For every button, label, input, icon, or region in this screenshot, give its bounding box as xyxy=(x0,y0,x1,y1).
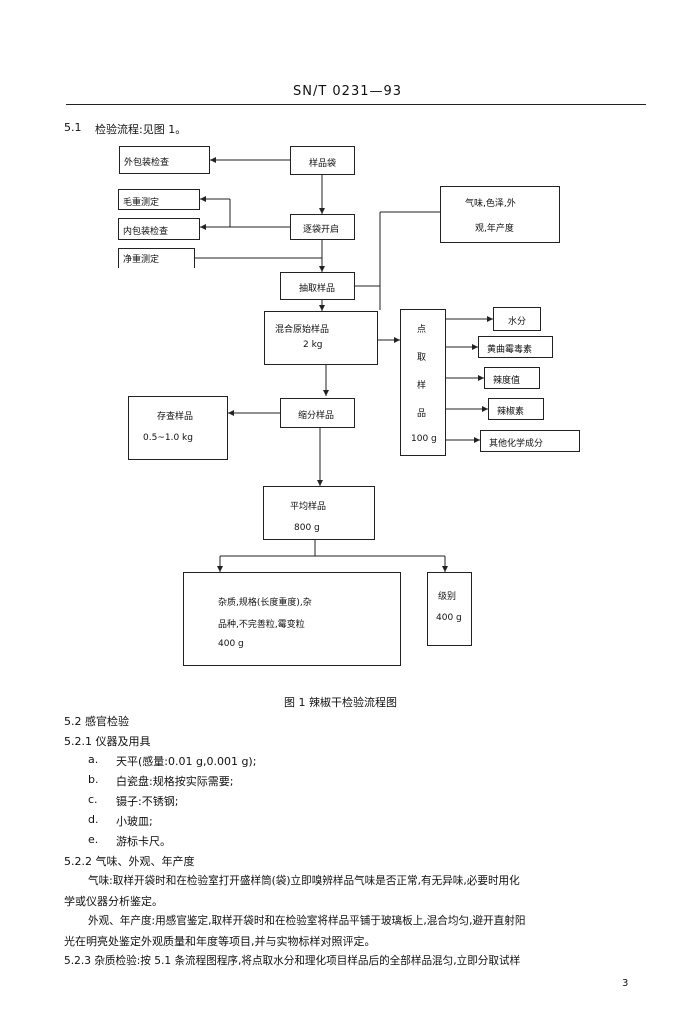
appearance-paragraph-line1: 外观、年产度:用感官鉴定,取样开袋时和在检验室将样品平铺于玻璃板上,混合均匀,避… xyxy=(88,915,526,927)
item-a-text: 天平(感量:0.01 g,0.001 g); xyxy=(116,755,257,768)
section-5-2-1-title: 5.2.1 仪器及用具 xyxy=(64,735,151,748)
net-weight-label: 净重测定 xyxy=(123,255,160,265)
figure-caption: 图 1 辣椒干检验流程图 xyxy=(284,696,397,709)
section-5-2-3-text: 5.2.3 杂质检验:按 5.1 条流程图程序,将点取水分和理化项目样品后的全部… xyxy=(64,955,521,967)
header-rule xyxy=(66,104,646,105)
impurity-line3: 400 g xyxy=(218,639,244,649)
item-a-mark: a. xyxy=(88,753,99,766)
point-sample-char-4: 品 xyxy=(417,409,427,419)
item-b-mark: b. xyxy=(88,773,99,786)
odor-appearance-box: 气味,色泽,外 观,年产度 xyxy=(440,186,560,243)
grade-box: 级别 400 g xyxy=(427,572,472,646)
reserve-sample-line2: 0.5~1.0 kg xyxy=(143,433,193,443)
impurity-box: 杂质,规格(长度重度),杂 品种,不完善粒,霉变粒 400 g xyxy=(183,572,401,666)
average-sample-line1: 平均样品 xyxy=(290,502,327,512)
item-b-text: 白瓷盘:规格按实际需要; xyxy=(116,775,234,788)
item-e-text: 游标卡尺。 xyxy=(116,835,171,848)
capsanthin-box: 辣度值 xyxy=(484,367,540,389)
inner-inspection-label: 内包装检查 xyxy=(123,227,169,237)
average-sample-line2: 800 g xyxy=(294,523,320,533)
other-chem-box: 其他化学成分 xyxy=(480,430,580,452)
average-sample-box: 平均样品 800 g xyxy=(263,486,375,540)
sample-bag-box: 样品袋 xyxy=(290,146,355,175)
section-5-2-2-title: 5.2.2 气味、外观、年产度 xyxy=(64,855,195,868)
capsanthin-label: 辣度值 xyxy=(493,376,521,386)
item-e-mark: e. xyxy=(88,833,99,846)
section-5-1-number: 5.1 xyxy=(64,121,82,134)
item-c-text: 镊子:不锈钢; xyxy=(116,795,179,808)
moisture-label: 水分 xyxy=(508,317,527,327)
item-c-mark: c. xyxy=(88,793,98,806)
bag-open-label: 逐袋开启 xyxy=(303,225,340,235)
aflatoxin-box: 黄曲霉毒素 xyxy=(478,336,553,358)
capsaicin-box: 辣椒素 xyxy=(488,398,544,420)
divide-sample-box: 缩分样品 xyxy=(280,398,355,428)
sample-bag-label: 样品袋 xyxy=(309,159,337,169)
gross-weight-label: 毛重测定 xyxy=(123,198,160,208)
odor-appearance-line1: 气味,色泽,外 xyxy=(465,199,516,209)
point-sample-box: 点 取 样 品 100 g xyxy=(400,309,446,456)
standard-number: SN/T 0231—93 xyxy=(292,84,403,99)
item-d-mark: d. xyxy=(88,813,99,826)
grade-line1: 级别 xyxy=(438,592,457,602)
point-sample-char-2: 取 xyxy=(417,353,427,363)
page-number: 3 xyxy=(622,978,629,989)
capsaicin-label: 辣椒素 xyxy=(497,407,525,417)
point-sample-char-1: 点 xyxy=(417,325,427,335)
odor-paragraph-line1: 气味:取样开袋时和在检验室打开盛样筒(袋)立即嗅辨样品气味是否正常,有无异味,必… xyxy=(88,875,520,887)
net-weight-box: 净重测定 xyxy=(118,248,195,268)
outer-inspection-box: 外包装检查 xyxy=(119,146,210,174)
reserve-sample-box: 存查样品 0.5~1.0 kg xyxy=(128,396,228,460)
odor-paragraph-line2: 学或仪器分析鉴定。 xyxy=(64,895,163,908)
outer-inspection-label: 外包装检查 xyxy=(124,158,170,168)
aflatoxin-label: 黄曲霉毒素 xyxy=(487,345,533,355)
section-5-1-text: 检验流程:见图 1。 xyxy=(95,123,187,136)
moisture-box: 水分 xyxy=(493,307,541,331)
odor-appearance-line2: 观,年产度 xyxy=(475,224,514,234)
draw-sample-label: 抽取样品 xyxy=(299,284,336,294)
gross-weight-box: 毛重测定 xyxy=(118,189,200,210)
impurity-line1: 杂质,规格(长度重度),杂 xyxy=(218,598,312,608)
other-chem-label: 其他化学成分 xyxy=(489,439,544,449)
draw-sample-box: 抽取样品 xyxy=(280,272,355,300)
bag-open-box: 逐袋开启 xyxy=(290,214,355,240)
reserve-sample-line1: 存查样品 xyxy=(157,412,194,422)
appearance-paragraph-line2: 光在明亮处鉴定外观质量和年度等项目,并与实物标样对照评定。 xyxy=(64,935,376,948)
point-sample-weight: 100 g xyxy=(411,434,437,444)
mixed-sample-line2: 2 kg xyxy=(303,340,323,350)
section-5-2-title: 5.2 感官检验 xyxy=(64,715,129,728)
mixed-sample-box: 混合原始样品 2 kg xyxy=(264,311,378,365)
divide-sample-label: 缩分样品 xyxy=(298,411,335,421)
inner-inspection-box: 内包装检查 xyxy=(118,218,200,240)
impurity-line2: 品种,不完善粒,霉变粒 xyxy=(218,620,305,630)
item-d-text: 小玻皿; xyxy=(116,815,153,828)
mixed-sample-line1: 混合原始样品 xyxy=(275,325,330,335)
grade-line2: 400 g xyxy=(436,613,462,623)
point-sample-char-3: 样 xyxy=(417,381,427,391)
